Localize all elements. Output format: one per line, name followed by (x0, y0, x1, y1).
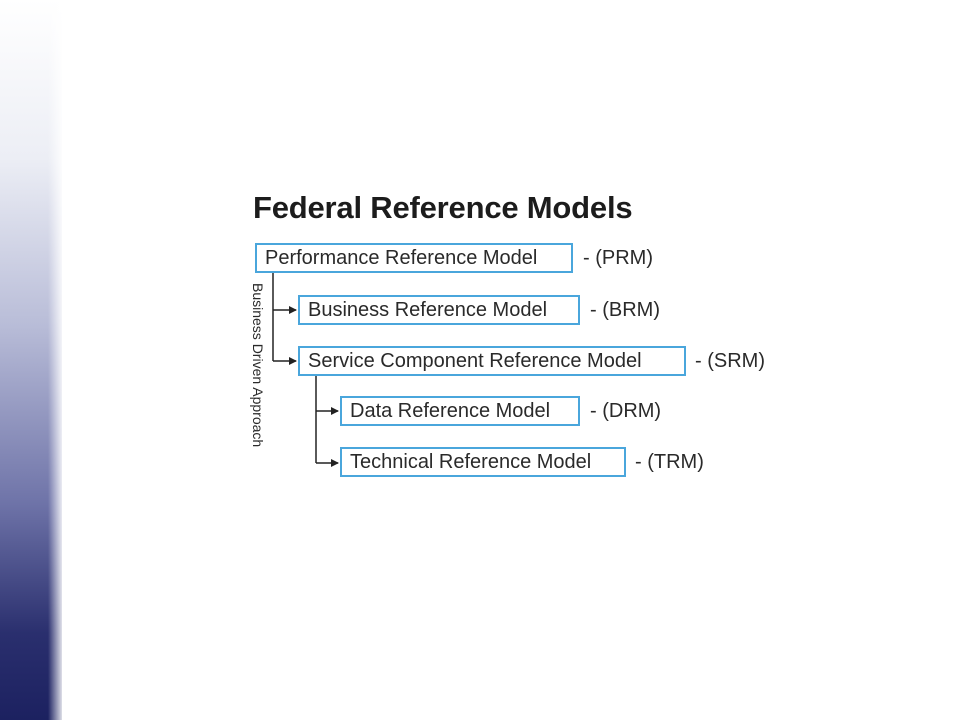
model-abbr-drm: - (DRM) (590, 400, 662, 422)
model-name-prm: Performance Reference Model (265, 246, 538, 269)
model-box-brm: Business Reference Model (298, 295, 580, 325)
diagram-title: Federal Reference Models (253, 190, 633, 225)
side-gradient-bar (0, 0, 62, 720)
model-abbr-brm: - (BRM) (590, 299, 660, 321)
model-abbr-trm: - (TRM) (635, 451, 704, 473)
model-box-srm: Service Component Reference Model (298, 346, 686, 376)
model-box-prm: Performance Reference Model (255, 243, 573, 273)
business-driven-approach-label: Business Driven Approach (250, 283, 266, 448)
model-name-srm: Service Component Reference Model (308, 349, 642, 372)
model-box-trm: Technical Reference Model (340, 447, 626, 477)
model-abbr-prm: - (PRM) (583, 247, 653, 269)
model-name-trm: Technical Reference Model (350, 450, 592, 473)
model-name-brm: Business Reference Model (308, 298, 548, 321)
model-name-drm: Data Reference Model (350, 399, 551, 422)
model-box-drm: Data Reference Model (340, 396, 580, 426)
model-abbr-srm: - (SRM) (695, 350, 765, 372)
